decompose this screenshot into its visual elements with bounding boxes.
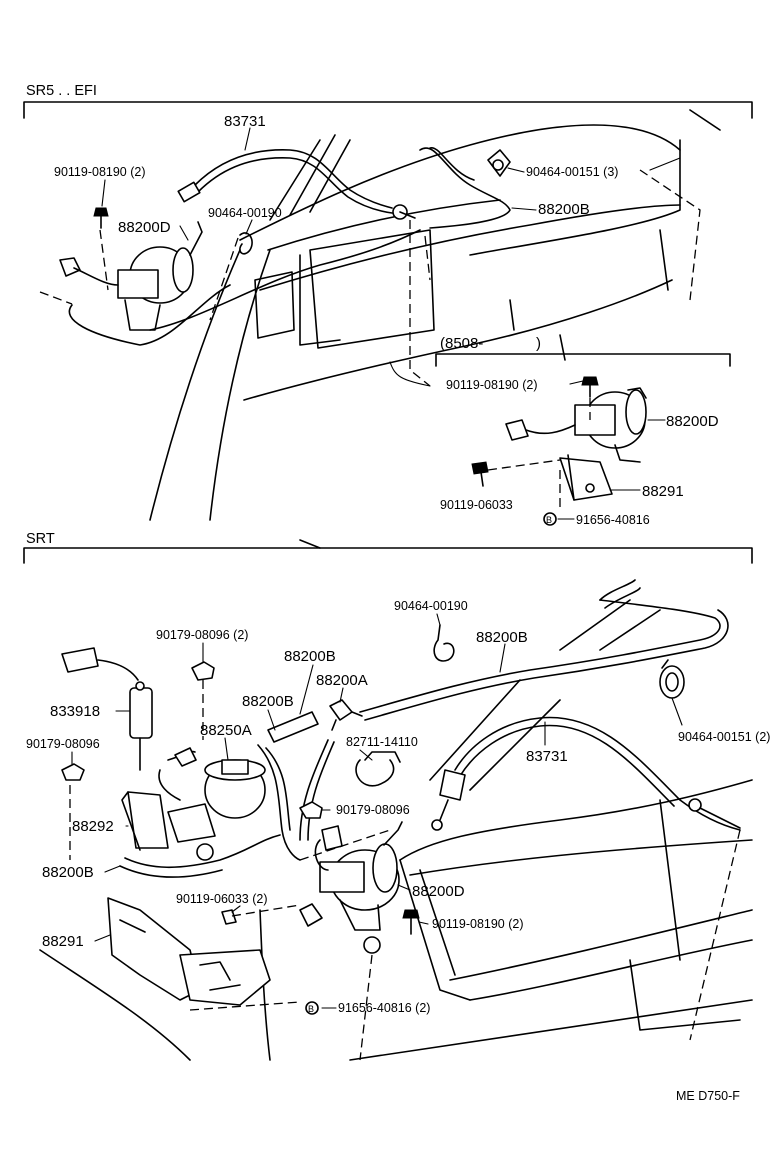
label-bottom-actuator: 88200D (412, 883, 465, 900)
bottom-clip-82711 (355, 751, 401, 787)
top-dashed (39, 169, 701, 387)
top-section-title: SR5 . . EFI (26, 83, 97, 99)
label-bottom-vsv: 88250A (200, 722, 252, 739)
bottom-vsv-88250A (158, 747, 266, 861)
top-leaders (101, 127, 681, 241)
top-clip (239, 232, 253, 255)
bottom-bracket-88291 (107, 897, 271, 1006)
label-bottom-clip: 90464-00190 (394, 599, 468, 613)
label-bottom-bolt-right: 90119-08190 (2) (432, 917, 524, 931)
bottom-valve-833918 (61, 647, 153, 771)
label-bottom-hose-a: 88200B (284, 648, 336, 665)
inset-bracket-88291 (559, 454, 613, 501)
bottom-hose-pieces (119, 699, 363, 878)
label-bottom-hose-b: 88200A (316, 672, 368, 689)
bottom-dashboard-outline (39, 539, 753, 1061)
label-inset-nut: 91656-40816 (576, 513, 650, 527)
bottom-nut-symbol: B (308, 1004, 314, 1014)
top-dashboard-outline (149, 109, 721, 521)
top-clamp (487, 149, 511, 177)
label-inset-actuator: 88200D (666, 413, 719, 430)
inset-title: (8508- (440, 335, 483, 352)
bottom-bolt-right (402, 909, 420, 935)
label-bottom-nut-left: 90179-08096 (26, 737, 100, 751)
label-bottom-nut-upper: 90179-08096 (2) (156, 628, 248, 642)
label-bottom-bracket-small: 88292 (72, 818, 114, 835)
bottom-nut-left (61, 763, 85, 860)
top-section-frame (23, 101, 753, 119)
inset-nut-symbol: B (546, 515, 552, 525)
label-inset-bolt-upper: 90119-08190 (2) (446, 378, 538, 392)
label-top-cable: 83731 (224, 113, 266, 130)
bottom-nut-bottom (189, 1001, 301, 1011)
bottom-clip (433, 624, 455, 662)
inset-bolt-upper (581, 376, 599, 398)
bottom-nut-mid (299, 801, 323, 819)
inset-actuator-88200D (505, 387, 647, 463)
bottom-nut-upper (191, 661, 215, 740)
bottom-bracket-88292 (121, 791, 169, 851)
label-top-clip: 90464-00190 (208, 206, 282, 220)
top-hose-88200B (68, 147, 511, 346)
top-bolt (93, 207, 109, 229)
inset-leader-from-dash (389, 361, 431, 387)
label-inset-bolt-lower: 90119-06033 (440, 498, 513, 512)
bottom-cable-83731 (431, 716, 741, 831)
inset-bolt-lower (471, 461, 489, 487)
label-top-bolt: 90119-08190 (2) (54, 165, 146, 179)
inset-title-close: ) (536, 335, 541, 352)
bottom-bolt-mid (221, 903, 323, 927)
bottom-section-frame (23, 547, 753, 564)
label-top-actuator: 88200D (118, 219, 171, 236)
label-bottom-hose-d: 88200B (42, 864, 94, 881)
bottom-hose-88200B-long (359, 579, 729, 721)
label-bottom-cable: 83731 (526, 748, 568, 765)
label-inset-bracket: 88291 (642, 483, 684, 500)
label-bottom-bracket: 88291 (42, 933, 84, 950)
label-bottom-bolt-mid: 90119-06033 (2) (176, 892, 268, 906)
label-bottom-nut-mid: 90179-08096 (336, 803, 410, 817)
inset-frame (435, 353, 731, 367)
label-top-clamp: 90464-00151 (3) (526, 165, 618, 179)
label-bottom-hose-long: 88200B (476, 629, 528, 646)
bottom-clamp (659, 659, 685, 699)
bottom-actuator-88200D (314, 821, 403, 954)
top-cable-83731 (177, 149, 416, 220)
label-bottom-nut-bottom: 91656-40816 (2) (338, 1001, 430, 1015)
label-top-hose: 88200B (538, 201, 590, 218)
label-bottom-clamp: 90464-00151 (2) (678, 730, 770, 744)
inset-nut-symbol-circle (543, 512, 557, 526)
inset-leaders (487, 380, 666, 520)
label-bottom-hose-c: 88200B (242, 693, 294, 710)
label-bottom-clip-2: 82711-14110 (346, 735, 418, 749)
bottom-leaders (71, 613, 741, 1061)
top-actuator-88200D (59, 221, 203, 331)
bottom-nut-symbol-circle (305, 1001, 319, 1015)
bottom-section-title: SRT (26, 531, 55, 547)
label-bottom-valve: 833918 (50, 703, 100, 720)
footer-code: ME D750-F (676, 1089, 740, 1103)
